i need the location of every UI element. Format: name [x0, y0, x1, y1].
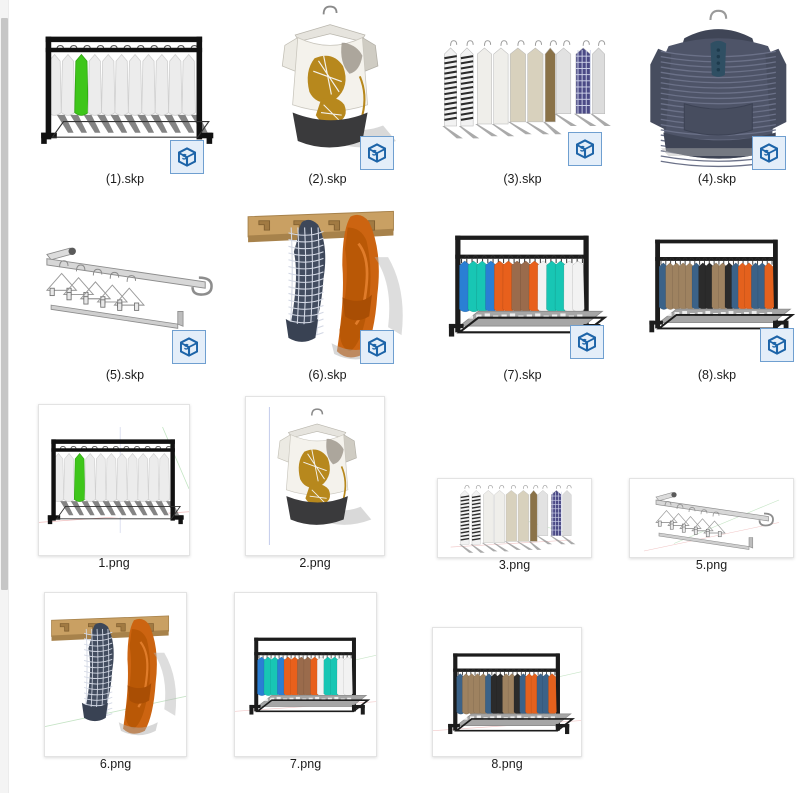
file-name-label: 8.png [491, 757, 523, 771]
file-item[interactable]: 8.png [432, 627, 582, 772]
file-name-label: 3.png [498, 558, 531, 572]
sketchup-file-badge-icon [172, 330, 206, 364]
tshirt-illustration [268, 407, 372, 545]
file-name-label: (5).skp [105, 368, 145, 382]
file-item-grid: (1).skp (2).skp (3).skp (4).skp (5).skp (6).s… [12, 0, 800, 793]
sketchup-logo-glyph [368, 337, 386, 357]
file-thumbnail[interactable] [38, 404, 190, 556]
file-item[interactable]: (3).skp [430, 4, 615, 187]
vertical-scrollbar[interactable] [0, 0, 9, 793]
sketchup-file-badge-icon [760, 328, 794, 362]
sketchup-file-badge-icon [170, 140, 204, 174]
file-item[interactable]: (8).skp [632, 200, 800, 383]
hoodie-illustration [650, 9, 787, 168]
hook-board-illustration [247, 210, 403, 360]
file-thumbnail[interactable] [632, 200, 800, 368]
file-item[interactable]: (6).skp [240, 200, 415, 383]
file-thumbnail[interactable] [30, 200, 220, 368]
rail-hangers-illustration [45, 247, 213, 329]
sketchup-logo-glyph [180, 337, 198, 357]
sketchup-file-badge-icon [568, 132, 602, 166]
file-item[interactable]: 3.png [437, 478, 592, 573]
file-thumbnail[interactable] [234, 592, 377, 757]
shirt-row-illustration [450, 485, 576, 553]
file-name-label: 5.png [695, 558, 728, 572]
file-name-label: (4).skp [697, 172, 737, 186]
file-item[interactable]: (1).skp [30, 4, 220, 187]
hook-board-illustration [45, 615, 186, 736]
file-name-label: 2.png [299, 556, 331, 570]
file-thumbnail[interactable] [629, 478, 794, 558]
color-rack-illustration [649, 239, 796, 333]
tshirt-illustration [281, 5, 396, 148]
file-item[interactable]: 2.png [245, 396, 385, 571]
rack-illustration [41, 36, 214, 144]
sketchup-logo-glyph [578, 332, 596, 352]
color-rack-illustration [235, 637, 376, 715]
file-thumbnail[interactable] [632, 4, 800, 172]
sketchup-file-badge-icon [360, 136, 394, 170]
file-item[interactable]: 7.png [234, 592, 377, 772]
sketchup-logo-glyph [760, 143, 778, 163]
file-name-label: (2).skp [308, 172, 347, 186]
file-thumbnail[interactable] [430, 4, 615, 172]
sketchup-file-badge-icon [360, 330, 394, 364]
file-thumbnail[interactable] [437, 478, 592, 558]
rail-hangers-illustration [643, 492, 780, 552]
sketchup-logo-glyph [768, 335, 786, 355]
file-item[interactable]: 6.png [44, 592, 187, 772]
file-thumbnail[interactable] [44, 592, 187, 757]
file-thumbnail[interactable] [30, 4, 220, 174]
file-item[interactable]: 1.png [38, 404, 190, 571]
file-name-label: 6.png [99, 757, 132, 771]
file-item[interactable]: (7).skp [430, 200, 615, 383]
file-thumbnail[interactable] [240, 4, 415, 172]
sketchup-logo-glyph [178, 147, 196, 167]
color-rack-illustration [448, 235, 608, 337]
file-name-label: 1.png [98, 556, 130, 570]
file-name-label: (6).skp [308, 368, 347, 382]
file-name-label: (8).skp [697, 368, 737, 382]
file-item[interactable]: (2).skp [240, 4, 415, 187]
file-name-label: (3).skp [503, 172, 542, 186]
file-item[interactable]: 5.png [629, 478, 794, 573]
file-name-label: (7).skp [503, 368, 542, 382]
scrollbar-thumb[interactable] [1, 18, 8, 590]
sketchup-logo-glyph [368, 143, 386, 163]
sketchup-file-badge-icon [570, 325, 604, 359]
file-name-label: 7.png [289, 757, 322, 771]
file-thumbnail[interactable] [240, 200, 415, 368]
sketchup-file-badge-icon [752, 136, 786, 170]
file-thumbnail[interactable] [432, 627, 582, 757]
file-thumbnail[interactable] [430, 200, 615, 368]
rack-illustration [39, 426, 189, 533]
file-item[interactable]: (4).skp [632, 4, 800, 187]
sketchup-logo-glyph [576, 139, 594, 159]
file-thumbnail[interactable] [245, 396, 385, 556]
file-item[interactable]: (5).skp [30, 200, 220, 383]
shirt-row-illustration [442, 40, 611, 139]
color-rack-illustration [433, 653, 581, 735]
file-name-label: (1).skp [105, 172, 145, 186]
